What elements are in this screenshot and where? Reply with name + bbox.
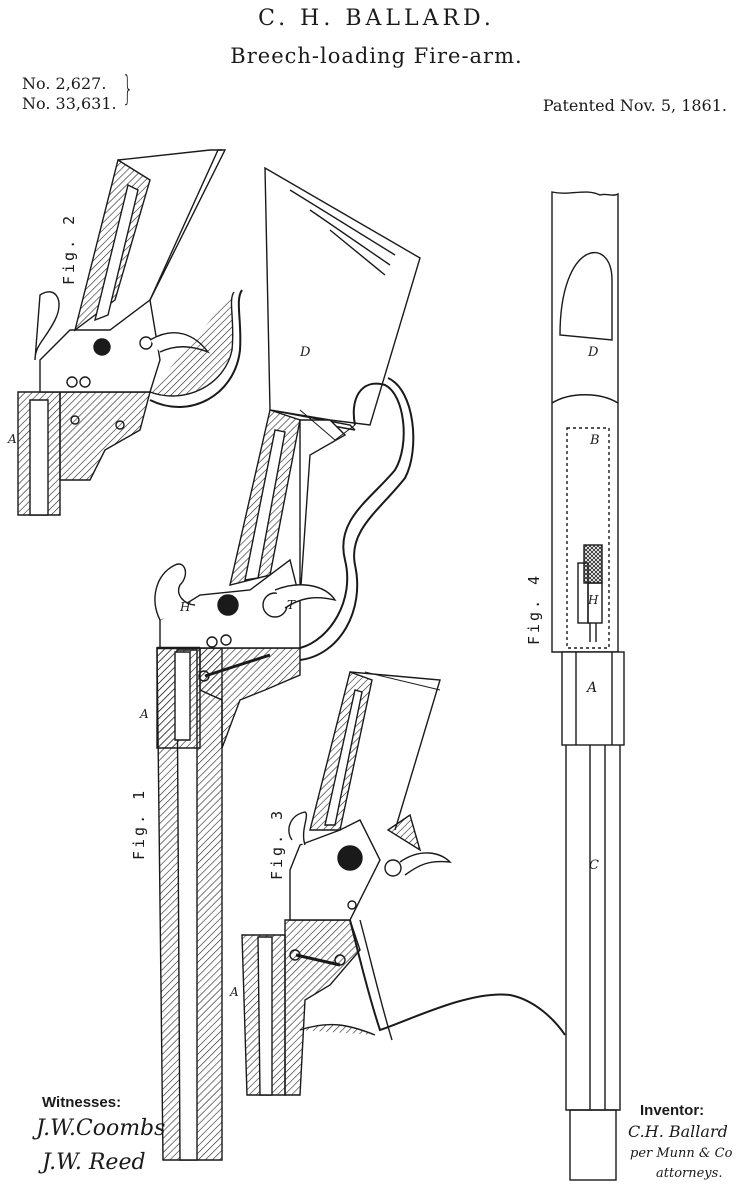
part-letter-d-fig4: D (588, 345, 599, 360)
inventor-name: C. H. BALLARD. (258, 6, 495, 31)
invention-title: Breech-loading Fire-arm. (230, 44, 523, 68)
part-letter-a-fig2: A (8, 432, 17, 446)
witness-signature-2: J.W. Reed (42, 1150, 146, 1175)
part-letter-h-fig1: H (180, 600, 191, 614)
attorneys-line-2: attorneys. (656, 1166, 723, 1181)
attorneys-line-1: per Munn & Co (630, 1146, 733, 1161)
inventor-label: Inventor: (640, 1102, 705, 1119)
fig4-label: Fig. 4 (525, 572, 543, 645)
witnesses-label: Witnesses: (42, 1094, 122, 1111)
part-letter-c-fig4: C (589, 858, 599, 873)
fig4-drawing (551, 191, 625, 1181)
fig3-drawing (241, 671, 566, 1096)
part-letter-a-fig4: A (587, 680, 598, 696)
fig1-label: Fig. 1 (130, 787, 148, 860)
fig1-drawing (154, 166, 421, 1161)
brace-icon: } (122, 69, 134, 109)
part-letter-d: D (300, 345, 311, 360)
witness-signature-1: J.W.Coombs (36, 1116, 166, 1141)
patent-number-1: No. 2,627. (22, 74, 107, 93)
patent-number-2: No. 33,631. (22, 94, 117, 113)
fig2-label: Fig. 2 (60, 212, 78, 285)
part-letter-a-fig3: A (230, 985, 239, 999)
part-letter-h-fig4: H (588, 593, 599, 607)
part-letter-t-fig1: T (287, 598, 296, 612)
patent-date: Patented Nov. 5, 1861. (542, 96, 727, 115)
part-letter-a-fig1: A (140, 707, 149, 721)
fig2-drawing (17, 149, 243, 516)
fig3-label: Fig. 3 (268, 807, 286, 880)
part-letter-b-fig4: B (590, 433, 600, 448)
inventor-signature: C.H. Ballard (628, 1122, 728, 1141)
